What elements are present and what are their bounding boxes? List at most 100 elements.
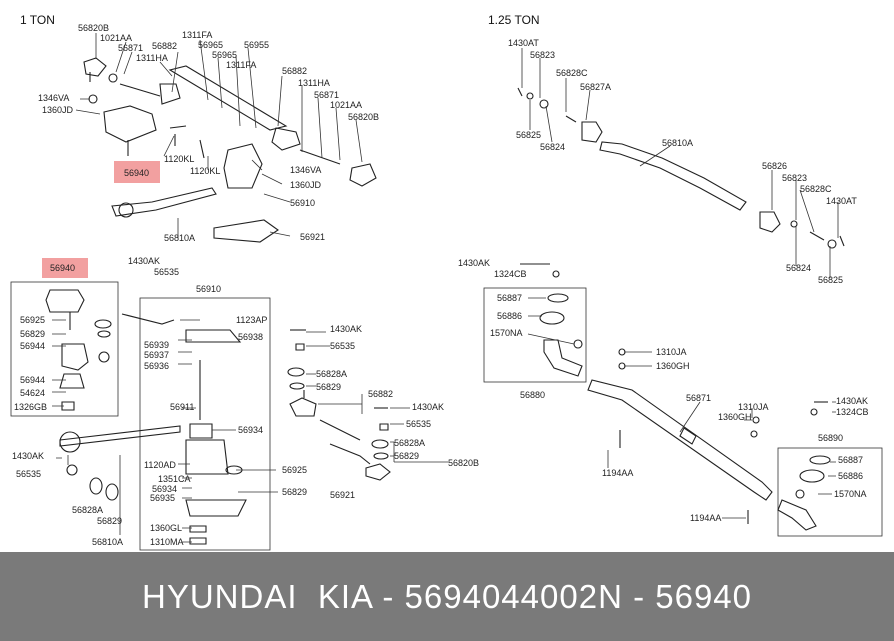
label-56828c-a: 56828C <box>556 68 588 78</box>
ring-56887-b <box>809 455 831 465</box>
stud-left <box>119 83 161 97</box>
tie-rod-end-56882 <box>289 390 317 417</box>
label-1326gb: 1326GB <box>14 402 47 412</box>
stud-right <box>299 149 341 165</box>
ring-56829-lower <box>105 483 119 501</box>
nut-1324cb-b <box>810 408 818 416</box>
label-56810a-top: 56810A <box>164 233 195 243</box>
label-1351ca: 1351CA <box>158 474 191 484</box>
box-idler-detail <box>139 297 271 551</box>
top-right-leaders <box>521 48 839 278</box>
label-56828a-c: 56828A <box>72 505 103 515</box>
label-1570na-b: 1570NA <box>834 489 867 499</box>
label-56820b-b: 56820B <box>348 112 379 122</box>
washer-bl <box>98 351 110 363</box>
tie-rod-end-lower <box>59 431 81 453</box>
idler-bracket-lower <box>185 439 229 475</box>
label-1430at-b: 1430AT <box>826 196 857 206</box>
label-56825-b: 56825 <box>818 275 843 285</box>
label-56925-a: 56925 <box>20 315 45 325</box>
label-56824-a: 56824 <box>540 142 565 152</box>
tie-rod-56810a <box>111 187 217 217</box>
pitman-plate <box>45 289 85 313</box>
label-56925-b: 56925 <box>282 465 307 475</box>
bushing-56934 <box>189 423 213 439</box>
label-56910-top: 56910 <box>290 198 315 208</box>
label-56871-b: 56871 <box>314 90 339 100</box>
tie-rod-end-right-bracket <box>271 127 301 151</box>
label-56535-c: 56535 <box>406 419 431 429</box>
label-56882-detail: 56882 <box>368 389 393 399</box>
label-1360gh-a: 1360GH <box>656 361 690 371</box>
label-1311ha: 1311HA <box>136 53 168 63</box>
highlight-56940-top <box>114 161 160 183</box>
label-56882-b: 56882 <box>282 66 307 76</box>
middle-leaders <box>306 331 448 463</box>
bottom-left-assembly: 56940 1430AK 56535 56910 1123AP 56925 56… <box>10 256 479 551</box>
center-link-upper <box>168 65 288 131</box>
boot-56828a-lower <box>89 477 103 495</box>
label-1123ap: 1123AP <box>236 315 267 325</box>
label-56535-b: 56535 <box>330 341 355 351</box>
label-1194aa-b: 1194AA <box>690 513 721 523</box>
cotter-link-upper <box>121 313 175 325</box>
label-56936: 56936 <box>144 361 169 371</box>
label-56823-b: 56823 <box>782 173 807 183</box>
boot-56828a-mid <box>287 367 305 377</box>
label-1430ak-b: 1430AK <box>330 324 362 334</box>
label-1120kl-b: 1120KL <box>190 166 220 176</box>
label-56921-top: 56921 <box>300 232 325 242</box>
tie-rod-end-left <box>83 57 107 82</box>
part-number-banner: HYUNDAI KIA - 5694044002 N - 56940 <box>0 552 894 641</box>
idler-arm-56921-detail <box>185 499 247 517</box>
label-56828c-b: 56828C <box>800 184 832 194</box>
label-1311ha-b: 1311HA <box>298 78 330 88</box>
label-1360jd-a: 1360JD <box>42 105 74 115</box>
label-56935: 56935 <box>150 493 175 503</box>
oem-number: N - 56940 <box>598 577 753 615</box>
bracket-left <box>159 83 181 105</box>
label-56826: 56826 <box>762 161 787 171</box>
label-1021aa: 1021AA <box>100 33 132 43</box>
ring-56829-mid <box>289 382 305 390</box>
nut-56535-mid <box>295 343 305 351</box>
pin-1430at-a <box>517 87 523 97</box>
idler-leaders <box>178 319 278 543</box>
tie-rod-end-left-r <box>581 121 603 143</box>
tie-rod-end-right <box>349 163 377 187</box>
tie-rod-end-56810a <box>118 202 134 218</box>
label-56937: 56937 <box>144 350 169 360</box>
label-56828a-a: 56828A <box>316 369 347 379</box>
label-1430ak-br: 1430AK <box>458 258 490 268</box>
label-56871-br: 56871 <box>686 393 711 403</box>
brand-part-number: HYUNDAI KIA - 5694044002 <box>141 577 599 615</box>
label-56829-c: 56829 <box>282 487 307 497</box>
label-56940-top: 56940 <box>124 168 149 178</box>
label-1346va-a: 1346VA <box>38 93 69 103</box>
label-1310ja-b: 1310JA <box>738 402 769 412</box>
label-56828a-b: 56828A <box>394 438 425 448</box>
label-54624: 54624 <box>20 388 45 398</box>
label-56934-a: 56934 <box>238 425 263 435</box>
label-56955: 56955 <box>244 40 269 50</box>
label-56810a-detail: 56810A <box>92 537 123 547</box>
ball-joint-56944-b <box>59 373 85 389</box>
label-1324cb-a: 1324CB <box>494 269 527 279</box>
nut-56824-a <box>539 99 549 109</box>
label-56940-detail: 56940 <box>50 263 75 273</box>
label-1194aa-a: 1194AA <box>602 468 633 478</box>
label-1360gl: 1360GL <box>150 523 182 533</box>
box-pitman-arm-detail <box>10 281 119 417</box>
label-1310ja-a: 1310JA <box>656 347 687 357</box>
idler-arm-top <box>185 329 242 343</box>
label-56535-d: 56535 <box>16 469 41 479</box>
washer-1346va <box>88 94 98 104</box>
label-56911: 56911 <box>170 402 194 412</box>
nuts-1360gl-1310ma <box>189 525 207 545</box>
label-56944-b: 56944 <box>20 375 45 385</box>
label-56824-b: 56824 <box>786 263 811 273</box>
label-56823-a: 56823 <box>530 50 555 60</box>
label-1311fa-b: 1311FA <box>226 60 256 70</box>
clamp-56871 <box>679 427 697 445</box>
